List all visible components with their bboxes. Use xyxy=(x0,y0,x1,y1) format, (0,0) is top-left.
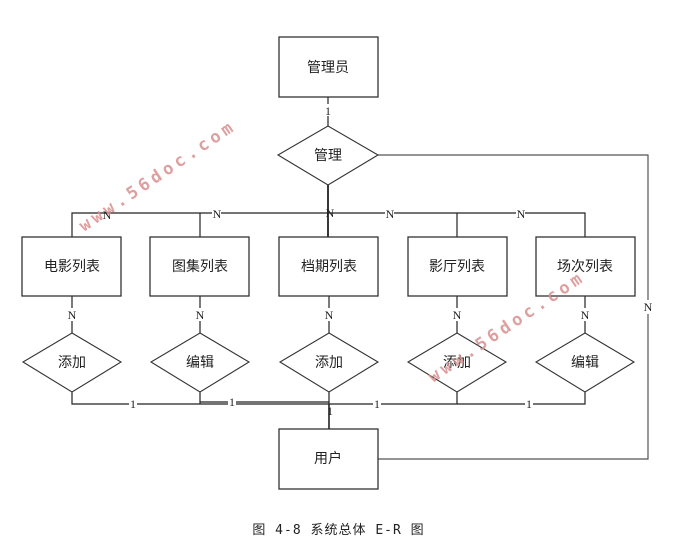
relationship-action-2: 编辑 xyxy=(149,332,251,393)
cardinality-list-action: N xyxy=(325,308,334,322)
cardinality-list-action: N xyxy=(196,308,205,322)
cardinality-labels: 1 N N N N N N N N N N 1 1 1 1 1 N xyxy=(67,104,654,418)
cardinality-manage-list: N xyxy=(213,207,222,221)
entity-admin-label: 管理员 xyxy=(307,60,349,76)
cardinality-admin-manage: 1 xyxy=(325,104,331,118)
relationship-action-label: 编辑 xyxy=(571,355,599,371)
cardinality-manage-list: N xyxy=(386,207,395,221)
cardinality-manage-user: N xyxy=(644,300,653,314)
entity-user: 用户 xyxy=(278,428,379,490)
relationship-action-5: 编辑 xyxy=(534,332,636,393)
cardinality-action-user: 1 xyxy=(526,397,532,411)
relationship-action-label: 添加 xyxy=(58,355,86,371)
entity-list-label: 电影列表 xyxy=(44,259,100,275)
relationship-action-label: 编辑 xyxy=(186,355,214,371)
cardinality-manage-list: N xyxy=(517,207,526,221)
cardinality-manage-list: N xyxy=(326,206,335,220)
relationship-action-4: 添加 xyxy=(406,332,508,393)
entity-list-label: 档期列表 xyxy=(301,259,357,275)
relationship-manage-label: 管理 xyxy=(314,148,342,164)
entity-admin: 管理员 xyxy=(278,36,379,98)
cardinality-action-user: 1 xyxy=(229,395,235,409)
cardinality-list-action: N xyxy=(453,308,462,322)
relationship-action-label: 添加 xyxy=(443,355,471,371)
entity-list-3: 档期列表 xyxy=(278,236,379,297)
entity-user-label: 用户 xyxy=(314,450,342,467)
cardinality-action-user: 1 xyxy=(374,397,380,411)
entity-list-label: 场次列表 xyxy=(557,259,613,275)
line-manage-user xyxy=(378,154,649,460)
relationship-action-1: 添加 xyxy=(21,332,123,393)
relationship-action-3: 添加 xyxy=(278,332,380,393)
figure-caption: 图 4-8 系统总体 E-R 图 xyxy=(252,523,425,538)
entity-list-label: 图集列表 xyxy=(172,258,228,275)
line-top-bus xyxy=(71,212,586,237)
cardinality-list-action: N xyxy=(581,308,590,322)
entity-list-2: 图集列表 xyxy=(149,236,250,297)
cardinality-list-action: N xyxy=(68,308,77,322)
entity-list-1: 电影列表 xyxy=(21,236,122,297)
cardinality-action-user: 1 xyxy=(130,397,136,411)
entity-list-label: 影厅列表 xyxy=(429,259,485,275)
cardinality-action-user: 1 xyxy=(327,404,333,418)
relationship-action-label: 添加 xyxy=(315,355,343,371)
entity-list-4: 影厅列表 xyxy=(407,236,508,297)
relationship-manage: 管理 xyxy=(276,125,380,186)
entity-list-5: 场次列表 xyxy=(535,236,636,297)
cardinality-manage-list: N xyxy=(103,208,112,222)
